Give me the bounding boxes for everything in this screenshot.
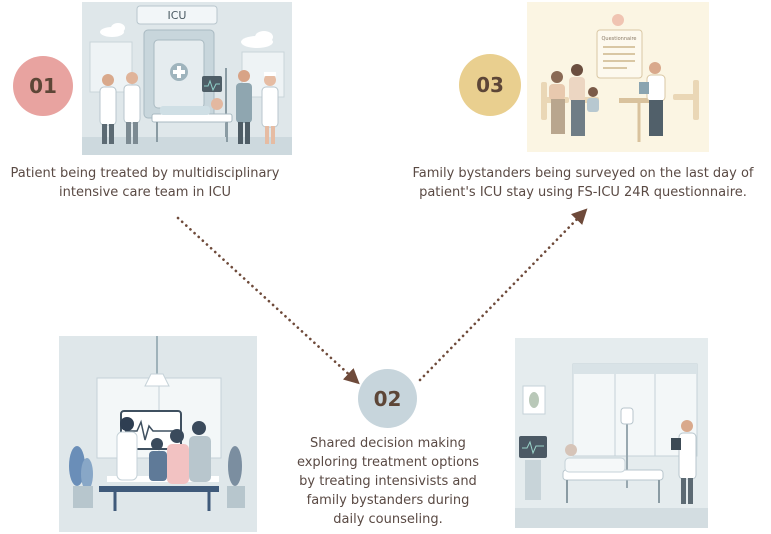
step-02-caption-line: exploring treatment options — [296, 455, 480, 470]
step-02-caption-line: daily counseling. — [333, 512, 443, 527]
step-01-badge: 01 — [13, 56, 73, 116]
family-counseling-illustration — [59, 336, 257, 532]
step-01-caption-line: Patient being treated by multidisciplina… — [10, 166, 280, 181]
step-02-caption-line: by treating intensivists and — [299, 474, 477, 489]
step-03-caption-line: Family bystanders being surveyed on the … — [412, 166, 754, 181]
step-03-badge: 03 — [459, 54, 521, 116]
arrow-02-to-03 — [418, 208, 588, 382]
step-02-caption: Shared decision making exploring treatme… — [280, 434, 496, 529]
step-03-number: 03 — [476, 73, 504, 97]
step-02-badge: 02 — [358, 369, 417, 428]
step-03-caption: Family bystanders being surveyed on the … — [395, 164, 771, 202]
questionnaire-board-title: Questionnaire — [601, 36, 636, 42]
step-02-caption-line: Shared decision making — [310, 436, 466, 451]
questionnaire-survey-illustration: Questionnaire — [527, 2, 709, 152]
icu-sign-text: ICU — [168, 9, 187, 22]
step-02-number: 02 — [373, 386, 402, 411]
patient-room-illustration — [515, 338, 708, 528]
arrow-01-to-02 — [176, 216, 360, 385]
step-03-caption-line: patient's ICU stay using FS-ICU 24R ques… — [419, 185, 747, 200]
step-02-caption-line: family bystanders during — [306, 493, 470, 508]
icu-team-illustration: ICU — [82, 2, 292, 155]
step-01-number: 01 — [29, 74, 57, 98]
step-01-caption: Patient being treated by multidisciplina… — [0, 164, 290, 202]
step-01-caption-line: intensive care team in ICU — [59, 185, 231, 200]
